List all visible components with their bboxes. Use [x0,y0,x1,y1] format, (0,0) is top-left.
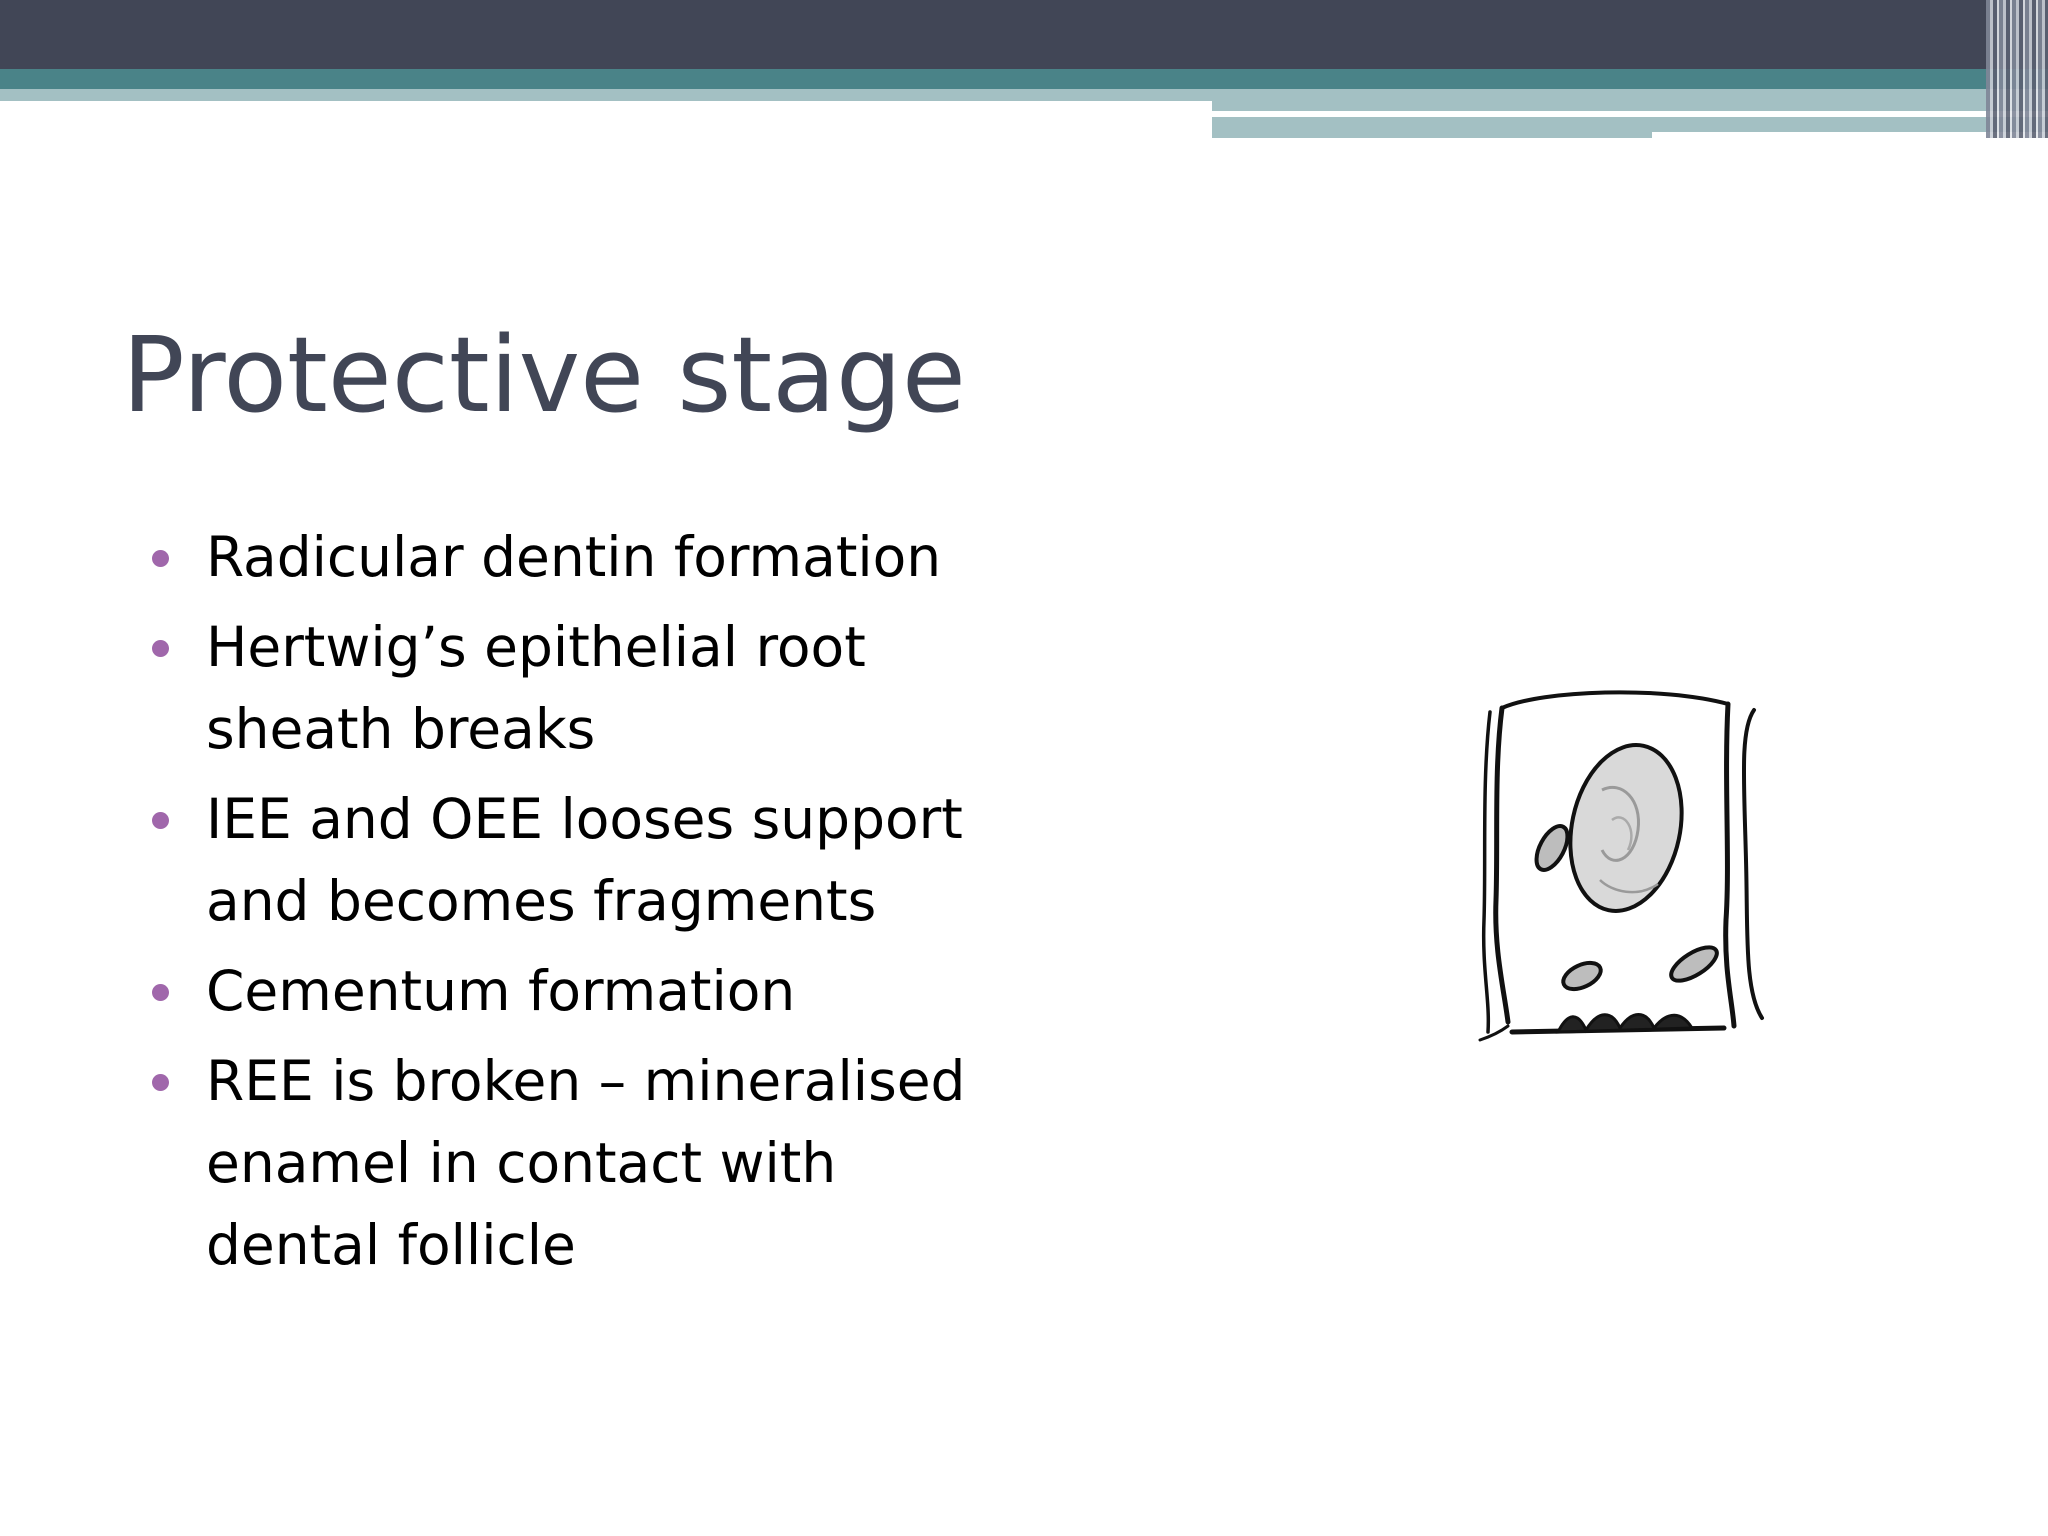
bullet-text: Radicular dentin formation [206,525,942,589]
bullet-item: Cementum formation [146,950,1006,1032]
header-bar [0,0,2048,69]
bullet-text: IEE and OEE looses support and becomes f… [206,787,963,933]
bullet-marker-icon [152,812,169,829]
header-pale-band-left [0,89,1212,101]
bullet-text: Cementum formation [206,959,796,1023]
bullet-text: Hertwig’s epithelial root sheath breaks [206,615,866,761]
header-accent-band [0,69,2048,89]
bullet-text: REE is broken – mineralised enamel in co… [206,1049,966,1277]
bullet-list: Radicular dentin formation Hertwig’s epi… [146,516,1006,1294]
bullet-item: IEE and OEE looses support and becomes f… [146,778,1006,942]
header-pale-band-lower-right [1652,117,2048,132]
bullet-marker-icon [152,1074,169,1091]
header-stripes-decoration [1986,0,2048,138]
header-divider-line [1212,111,1898,117]
slide-title: Protective stage [122,314,966,436]
ameloblast-cell-sketch-icon [1478,690,1764,1042]
bullet-marker-icon [152,550,169,567]
bullet-item: Hertwig’s epithelial root sheath breaks [146,606,1006,770]
bullet-marker-icon [152,640,169,657]
bullet-item: Radicular dentin formation [146,516,1006,598]
header-pale-band-right [1212,89,2048,111]
header-pale-band-lower [1212,117,1652,138]
bullet-item: REE is broken – mineralised enamel in co… [146,1040,1006,1286]
bullet-marker-icon [152,984,169,1001]
